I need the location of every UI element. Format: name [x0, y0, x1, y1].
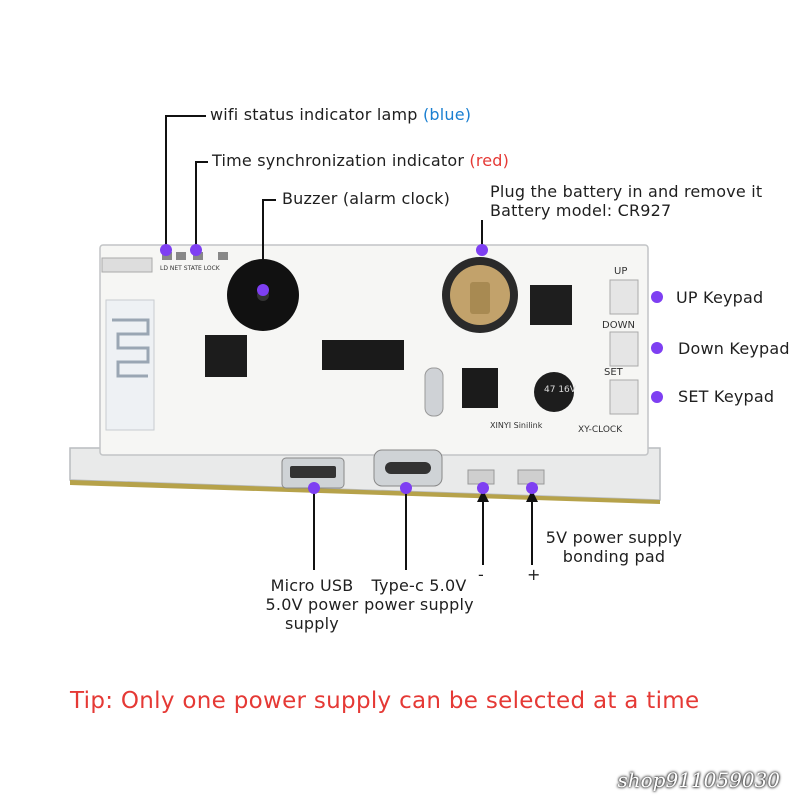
label-type-c: Type-c 5.0V power supply: [364, 576, 474, 614]
label-wifi-color: (blue): [422, 105, 472, 124]
led-net: [176, 252, 186, 260]
label-5v-pad: 5V power supply bonding pad: [545, 528, 683, 566]
label-sync-indicator: Time synchronization indicator (red): [212, 151, 509, 170]
label-wifi-text: wifi status indicator lamp: [210, 105, 418, 124]
crystal: [424, 367, 444, 417]
board-edge: [70, 480, 660, 504]
label-wifi-indicator: wifi status indicator lamp (blue): [210, 105, 471, 124]
mcu-chip: [205, 335, 247, 377]
label-minus: -: [478, 565, 484, 584]
silk-xy-clock: XY-CLOCK: [578, 425, 623, 435]
up-button[interactable]: [609, 279, 639, 315]
rtc-chip: [462, 368, 498, 408]
label-buzzer: Buzzer (alarm clock): [282, 189, 451, 208]
marker-up: [651, 291, 663, 303]
pad-plus: [517, 469, 545, 485]
marker-micro-usb: [308, 482, 320, 494]
battery-clip: [470, 282, 490, 314]
silk-set: SET: [604, 367, 624, 378]
marker-type-c: [400, 482, 412, 494]
silk-leds: LD NET STATE LOCK: [160, 265, 221, 272]
label-set-keypad: SET Keypad: [678, 387, 775, 406]
set-button[interactable]: [609, 379, 639, 415]
silk-xinyi: XINYI Sinilink: [490, 421, 543, 430]
label-sync-text: Time synchronization indicator: [212, 151, 465, 170]
marker-buzzer: [257, 284, 269, 296]
capacitor-marking: 47 16V: [544, 385, 577, 395]
marker-down: [651, 342, 663, 354]
marker-pad-plus: [526, 482, 538, 494]
down-button[interactable]: [609, 331, 639, 367]
marker-set: [651, 391, 663, 403]
marker-pad-minus: [477, 482, 489, 494]
watermark: shop911059030: [617, 768, 780, 792]
label-sync-color: (red): [469, 151, 510, 170]
wifi-module: [105, 299, 155, 431]
label-battery-line1: Plug the battery in and remove it: [490, 182, 763, 201]
voltage-regulator: [530, 285, 572, 325]
pin-header: [101, 257, 153, 273]
label-up-keypad: UP Keypad: [676, 288, 764, 307]
marker-battery: [476, 244, 488, 256]
marker-wifi: [160, 244, 172, 256]
shift-register-ic: [322, 340, 404, 370]
antenna-trace: [112, 318, 150, 378]
led-lock: [218, 252, 228, 260]
pad-minus: [467, 469, 495, 485]
capacitor: [534, 372, 574, 412]
label-micro-usb: Micro USB 5.0V power supply: [265, 576, 359, 633]
tip-text: Tip: Only one power supply can be select…: [70, 688, 700, 714]
label-down-keypad: Down Keypad: [678, 339, 790, 358]
marker-sync: [190, 244, 202, 256]
led-ld: [162, 252, 172, 260]
silk-down: DOWN: [602, 320, 635, 331]
silk-up: UP: [614, 266, 627, 277]
label-plus: +: [527, 565, 541, 584]
led-state: [193, 252, 203, 260]
label-battery-line2: Battery model: CR927: [490, 201, 672, 220]
